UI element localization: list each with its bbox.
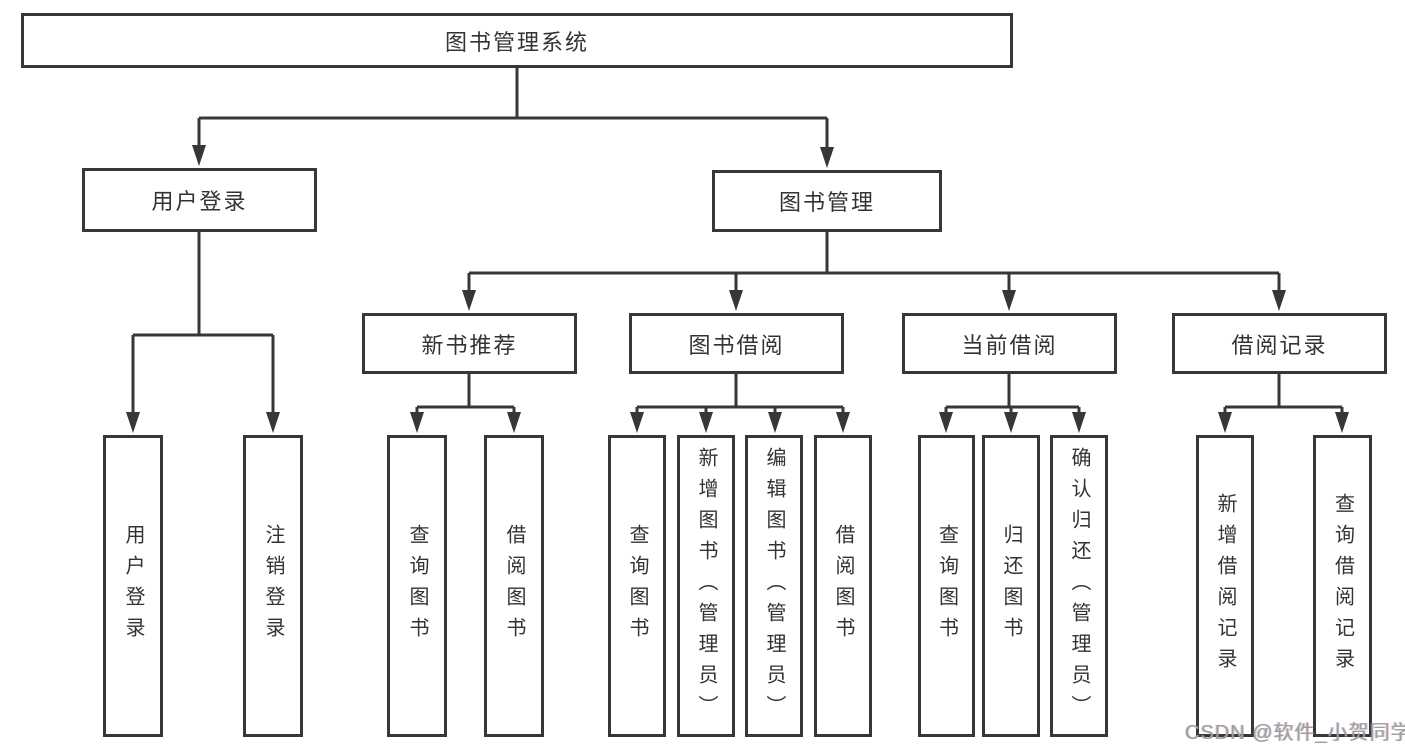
leaf-label: 新增借阅记录 xyxy=(1214,493,1236,679)
leaf-edit-books-admin: 编辑图书（管理员） xyxy=(745,435,803,737)
leaf-label: 查询图书 xyxy=(935,524,958,648)
node-book-borrow: 图书借阅 xyxy=(629,313,844,374)
leaf-label: 用户登录 xyxy=(122,524,144,648)
leaf-query-books-current: 查询图书 xyxy=(918,435,975,737)
leaf-label: 注销登录 xyxy=(262,524,284,648)
leaf-query-borrow-record: 查询借阅记录 xyxy=(1313,435,1372,737)
leaf-label: 查询借阅记录 xyxy=(1331,493,1354,679)
leaf-borrow-books: 借阅图书 xyxy=(814,435,872,737)
node-book-management: 图书管理 xyxy=(712,170,942,232)
leaf-label: 借阅图书 xyxy=(832,524,854,648)
node-current-borrow: 当前借阅 xyxy=(902,313,1117,374)
leaf-label: 新增图书（管理员） xyxy=(695,446,717,726)
leaf-borrow-books-recommend: 借阅图书 xyxy=(484,435,544,737)
leaf-query-books-recommend: 查询图书 xyxy=(387,435,447,737)
leaf-label: 查询图书 xyxy=(406,524,428,648)
node-user-login: 用户登录 xyxy=(82,168,317,232)
csdn-watermark: CSDN @软件_小贺同学 xyxy=(1185,722,1405,744)
node-borrow-records: 借阅记录 xyxy=(1172,313,1387,374)
leaf-confirm-return-admin: 确认归还（管理员） xyxy=(1050,435,1108,737)
leaf-label: 编辑图书（管理员） xyxy=(763,446,785,726)
node-new-book-recommend: 新书推荐 xyxy=(362,313,577,374)
node-library-system: 图书管理系统 xyxy=(21,13,1013,68)
leaf-label: 借阅图书 xyxy=(503,524,525,648)
leaf-label: 确认归还（管理员） xyxy=(1068,446,1090,726)
leaf-label: 查询图书 xyxy=(626,524,648,648)
leaf-query-books-borrow: 查询图书 xyxy=(608,435,666,737)
leaf-add-borrow-record: 新增借阅记录 xyxy=(1196,435,1254,737)
leaf-return-books: 归还图书 xyxy=(982,435,1040,737)
leaf-logout: 注销登录 xyxy=(243,435,303,737)
leaf-label: 归还图书 xyxy=(1000,524,1022,648)
leaf-user-login: 用户登录 xyxy=(103,435,163,737)
leaf-add-books-admin: 新增图书（管理员） xyxy=(677,435,735,737)
